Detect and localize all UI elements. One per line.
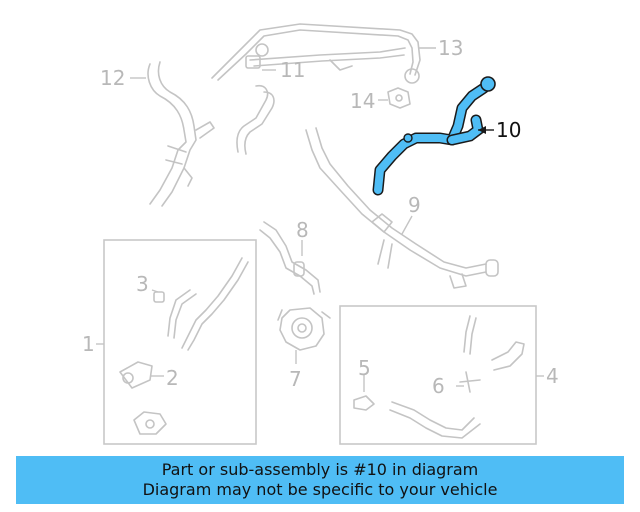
part-13-tube-assembly	[211, 23, 436, 84]
part-14-bracket	[378, 87, 411, 109]
box1-contents	[119, 257, 249, 435]
callout-5: 5	[358, 356, 371, 380]
callout-2: 2	[166, 366, 179, 390]
callout-6: 6	[432, 374, 445, 398]
callout-9: 9	[408, 193, 421, 217]
banner-line-2: Diagram may not be specific to your vehi…	[142, 480, 498, 499]
callout-12: 12	[100, 66, 125, 90]
group-box-1	[103, 239, 257, 445]
group-box-4	[339, 305, 537, 445]
callout-3: 3	[136, 272, 149, 296]
box4-contents	[353, 315, 525, 439]
callout-13: 13	[438, 36, 463, 60]
callout-11: 11	[280, 58, 305, 82]
callout-7: 7	[289, 367, 302, 391]
callout-8: 8	[296, 218, 309, 242]
banner-line-1: Part or sub-assembly is #10 in diagram	[161, 460, 479, 479]
callout-14: 14	[350, 89, 375, 113]
part-12-hose	[130, 61, 215, 207]
part-9-coolant-pipe	[305, 127, 499, 289]
part-8-hose	[259, 221, 321, 295]
part-11-hose	[236, 69, 276, 155]
info-banner: Part or sub-assembly is #10 in diagram D…	[16, 456, 624, 504]
part-10-hose-body	[374, 84, 488, 194]
callout-4: 4	[546, 364, 559, 388]
callout-1: 1	[82, 332, 95, 356]
parts-diagram: 13 14 12 11 10	[82, 23, 559, 445]
part-10-hose-highlighted	[372, 76, 496, 196]
callout-10: 10	[496, 118, 521, 142]
part-7-housing	[277, 307, 331, 364]
